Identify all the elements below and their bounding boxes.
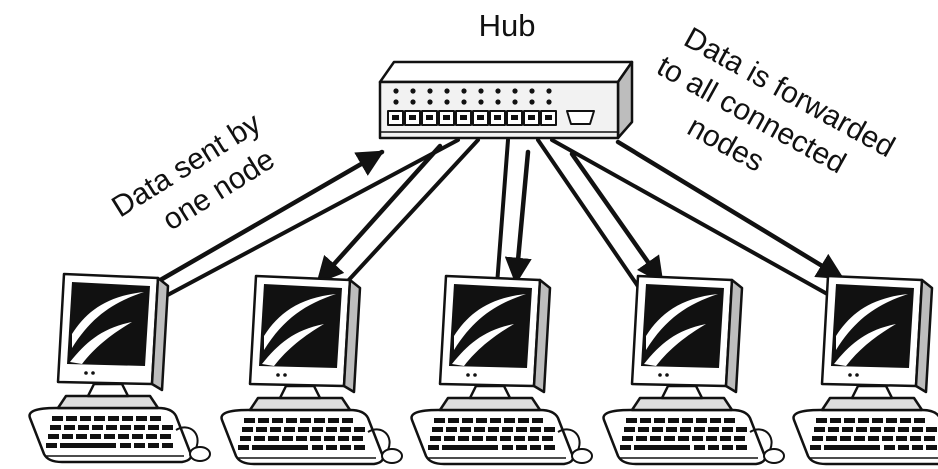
computer-node-4 bbox=[602, 274, 785, 466]
arrow-hub-to-node3 bbox=[504, 149, 532, 285]
cable-node5 bbox=[550, 138, 840, 302]
arrow-hub-to-node4 bbox=[569, 151, 665, 285]
arrow-hub-to-node2 bbox=[315, 143, 443, 285]
computer-node-2 bbox=[220, 274, 403, 466]
hub-title: Hub bbox=[479, 8, 536, 43]
hub-indicator-lights bbox=[393, 88, 552, 105]
hub-uplink-port bbox=[566, 110, 595, 125]
arrow-hub-to-node5 bbox=[615, 139, 845, 281]
computer-node-5 bbox=[792, 274, 938, 466]
cable-node1 bbox=[160, 138, 460, 300]
computers bbox=[28, 272, 938, 466]
data-flow-arrows bbox=[147, 138, 845, 302]
arrow-node1-to-hub bbox=[147, 149, 385, 289]
hub-device bbox=[378, 60, 634, 140]
cable-node3 bbox=[494, 138, 510, 300]
annotation-data-forwarded: Data is forwarded to all connected nodes bbox=[651, 21, 900, 180]
annotation-data-sent: Data sent by one node bbox=[106, 107, 280, 237]
cable-node2 bbox=[332, 138, 480, 298]
computer-node-3 bbox=[410, 274, 593, 466]
cable-node4 bbox=[536, 138, 648, 300]
computer-node-1 bbox=[28, 272, 211, 464]
hub-top-face bbox=[378, 60, 634, 84]
